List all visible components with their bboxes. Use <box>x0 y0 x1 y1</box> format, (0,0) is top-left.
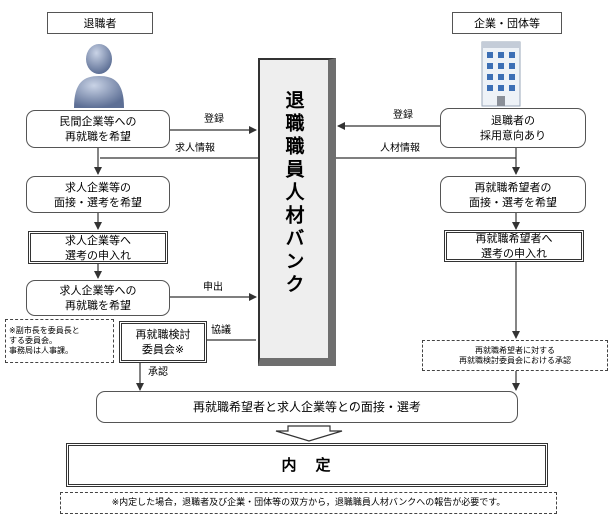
left-reemployment-wish-2: 求人企業等への 再就職を希望 <box>26 280 170 316</box>
building-icon <box>481 41 521 107</box>
right-box1-text: 退職者の 採用意向あり <box>480 114 546 142</box>
footnote-text: ※内定した場合，退職者及び企業・団体等の双方から，退職職員人材バンクへの報告が必… <box>111 497 506 508</box>
consult-label: 協議 <box>211 325 231 336</box>
reemployment-review-committee: 再就職検討 委員会※ <box>119 321 207 363</box>
job-offer: 内 定 <box>66 443 548 487</box>
left-box3-text: 求人企業等へ 選考の申入れ <box>65 233 131 262</box>
left-private-reemployment-wish: 民間企業等への 再就職を希望 <box>26 110 170 148</box>
approve-label: 承認 <box>148 367 168 378</box>
register-label-right: 登録 <box>393 110 413 121</box>
left-selection-request: 求人企業等へ 選考の申入れ <box>28 231 168 264</box>
right-interview-wish: 再就職希望者の 面接・選考を希望 <box>440 176 586 213</box>
retiree-header: 退職者 <box>47 12 153 34</box>
register-label-left: 登録 <box>204 114 224 125</box>
person-icon <box>74 44 124 108</box>
left-box4-text: 求人企業等への 再就職を希望 <box>59 284 137 312</box>
talent-info-label: 人材情報 <box>380 143 420 154</box>
committee-note-text: ※副市長を委員長と する委員会。 事務局は人事課。 <box>9 326 80 355</box>
right-box2-text: 再就職希望者の 面接・選考を希望 <box>469 180 557 209</box>
right-selection-request: 再就職希望者へ 選考の申入れ <box>444 230 584 262</box>
company-header-label: 企業・団体等 <box>474 16 540 30</box>
job-info-label: 求人情報 <box>175 143 215 154</box>
left-box1-text: 民間企業等への 再就職を希望 <box>59 115 137 143</box>
right-hiring-intent: 退職者の 採用意向あり <box>440 108 586 148</box>
right-box3-text: 再就職希望者へ 選考の申入れ <box>475 232 553 260</box>
right-committee-approval: 再就職希望者に対する 再就職検討委員会における承認 <box>422 340 608 371</box>
left-interview-wish: 求人企業等の 面接・選考を希望 <box>26 176 170 213</box>
left-box2-text: 求人企業等の 面接・選考を希望 <box>54 180 142 209</box>
retiree-header-label: 退職者 <box>83 16 117 30</box>
retired-staff-talent-bank: 退職職員人材バンク <box>258 58 336 366</box>
report-label: 申出 <box>203 282 223 293</box>
footnote: ※内定した場合，退職者及び企業・団体等の双方から，退職職員人材バンクへの報告が必… <box>60 492 557 514</box>
right-approval-text: 再就職希望者に対する 再就職検討委員会における承認 <box>459 345 571 365</box>
company-header: 企業・団体等 <box>452 12 562 34</box>
committee-text: 再就職検討 委員会※ <box>135 328 191 356</box>
interview-selection: 再就職希望者と求人企業等との面接・選考 <box>96 391 518 423</box>
interview-selection-text: 再就職希望者と求人企業等との面接・選考 <box>193 399 421 414</box>
talent-bank-label: 退職職員人材バンク <box>282 90 305 297</box>
job-offer-text: 内 定 <box>281 455 333 474</box>
down-arrow-icon <box>275 425 343 442</box>
committee-note: ※副市長を委員長と する委員会。 事務局は人事課。 <box>5 319 114 363</box>
